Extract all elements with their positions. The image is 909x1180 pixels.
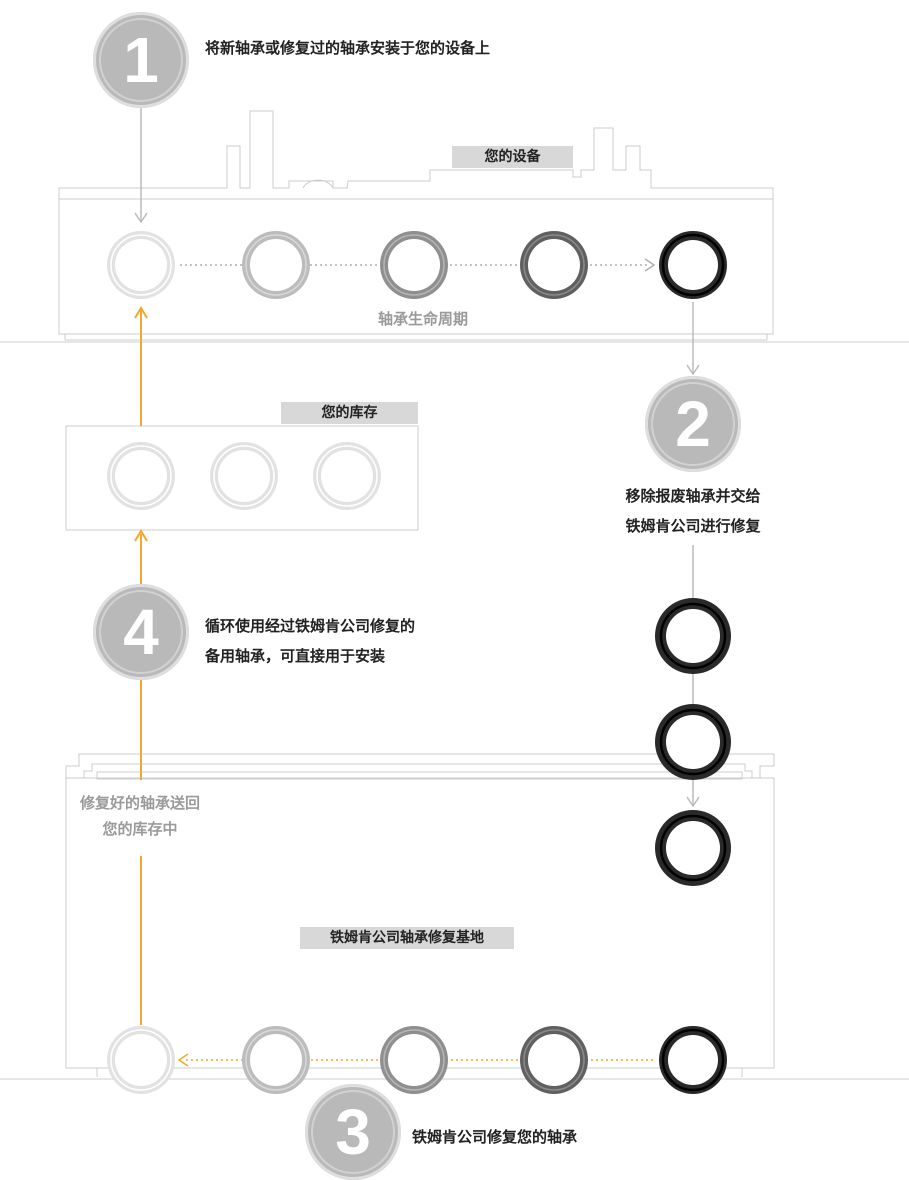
step-2-badge: 2 <box>645 376 741 472</box>
repair-bearing-3 <box>380 1026 448 1094</box>
step-2-caption-line2: 铁姆肯公司进行修复 <box>625 517 761 535</box>
equipment-bearing-5 <box>659 231 727 299</box>
step-4-caption-line1: 循环使用经过铁姆肯公司修复的 <box>205 617 416 635</box>
inventory-bearing-3 <box>313 442 381 510</box>
step-1-badge: 1 <box>93 12 189 108</box>
transit-bearing-1 <box>655 598 731 674</box>
inventory-label: 您的库存 <box>281 402 418 424</box>
return-label-line1: 修复好的轴承送回 <box>79 794 200 812</box>
lifecycle-arrowhead <box>644 258 656 272</box>
step-4-badge: 4 <box>93 584 189 680</box>
repair-bearing-1 <box>107 1026 175 1094</box>
step1-arrowhead <box>134 212 148 224</box>
orange-arrowhead-equipment <box>134 306 148 319</box>
step-1-caption: 将新轴承或修复过的轴承安装于您的设备上 <box>205 39 491 57</box>
repair-dotted-arrowhead <box>177 1053 189 1067</box>
repair-base-label: 铁姆肯公司轴承修复基地 <box>300 927 514 949</box>
inventory-bearing-1 <box>107 442 175 510</box>
step-2-caption-line1: 移除报废轴承并交给 <box>625 487 761 505</box>
equipment-bearing-4 <box>520 231 588 299</box>
inventory-box <box>65 425 419 531</box>
inventory-bearing-2 <box>210 442 278 510</box>
lifecycle-label: 轴承生命周期 <box>378 310 469 328</box>
repair-bearing-5 <box>659 1026 727 1094</box>
step-3-caption: 铁姆肯公司修复您的轴承 <box>412 1128 578 1146</box>
equipment-bearing-3 <box>380 231 448 299</box>
repair-bearing-2 <box>242 1026 310 1094</box>
transit-bearing-2 <box>655 704 731 780</box>
step-4-caption-line2: 备用轴承，可直接用于安装 <box>205 647 386 665</box>
equipment-label: 您的设备 <box>452 146 573 168</box>
repair-bearing-4 <box>520 1026 588 1094</box>
step-3-badge: 3 <box>305 1084 401 1180</box>
equipment-bearing-2 <box>242 231 310 299</box>
equipment-outline <box>58 110 774 341</box>
equipment-bearing-1 <box>107 231 175 299</box>
repair-base-outline <box>65 753 775 1077</box>
transit-bearing-3 <box>655 810 731 886</box>
orange-arrowhead-inventory <box>134 529 148 542</box>
to-repair-arrowhead <box>686 796 700 808</box>
return-label-line2: 您的库存中 <box>102 820 178 838</box>
removal-arrowhead <box>686 364 700 376</box>
